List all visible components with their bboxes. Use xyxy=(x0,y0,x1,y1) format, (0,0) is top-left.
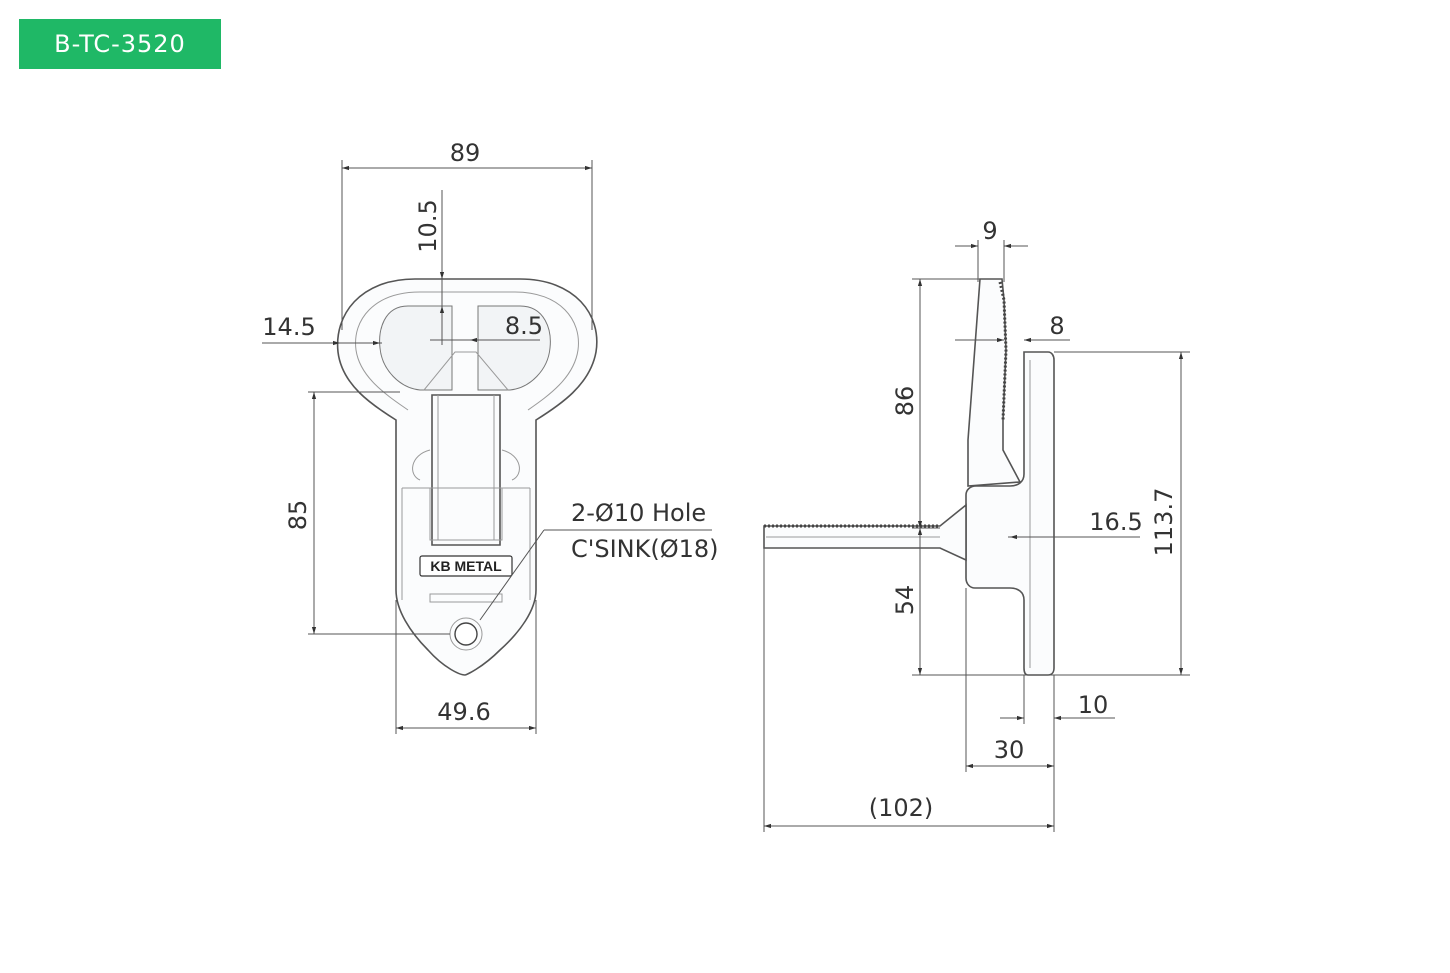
latch-tongue xyxy=(431,394,501,546)
side-view: 9 8 86 54 113.7 16.5 10 30 xyxy=(763,217,1190,832)
dim-top-thickness: 10.5 xyxy=(414,199,442,252)
model-badge: B-TC-3520 xyxy=(19,19,221,69)
hole-note-line1: 2-Ø10 Hole xyxy=(571,499,706,527)
dim-depth: 30 xyxy=(994,736,1025,764)
front-view: KB METAL 89 10.5 14.5 8.5 85 4 xyxy=(262,139,719,734)
dim-tip: 9 xyxy=(982,217,997,245)
dim-overall-length: (102) xyxy=(869,794,934,822)
dim-center-gap: 8.5 xyxy=(505,312,543,340)
dim-base-width: 49.6 xyxy=(437,698,490,726)
stud xyxy=(763,503,967,562)
brand-marking: KB METAL xyxy=(430,558,502,574)
hole-note-line2: C'SINK(Ø18) xyxy=(571,535,719,563)
dim-width: 89 xyxy=(450,139,481,167)
left-loop-hole xyxy=(379,305,453,391)
mount-hole xyxy=(454,622,478,646)
dim-lower-height: 54 xyxy=(891,585,919,616)
dim-upper-height: 86 xyxy=(891,386,919,417)
lever-arm xyxy=(967,278,1022,487)
dim-offset: 16.5 xyxy=(1089,508,1142,536)
dim-flange: 10 xyxy=(1078,691,1109,719)
right-loop-hole xyxy=(477,305,551,391)
dim-ring-wall: 14.5 xyxy=(262,313,315,341)
dim-total-height: 113.7 xyxy=(1150,488,1178,557)
dim-plate: 8 xyxy=(1049,312,1064,340)
dim-height: 85 xyxy=(284,500,312,531)
